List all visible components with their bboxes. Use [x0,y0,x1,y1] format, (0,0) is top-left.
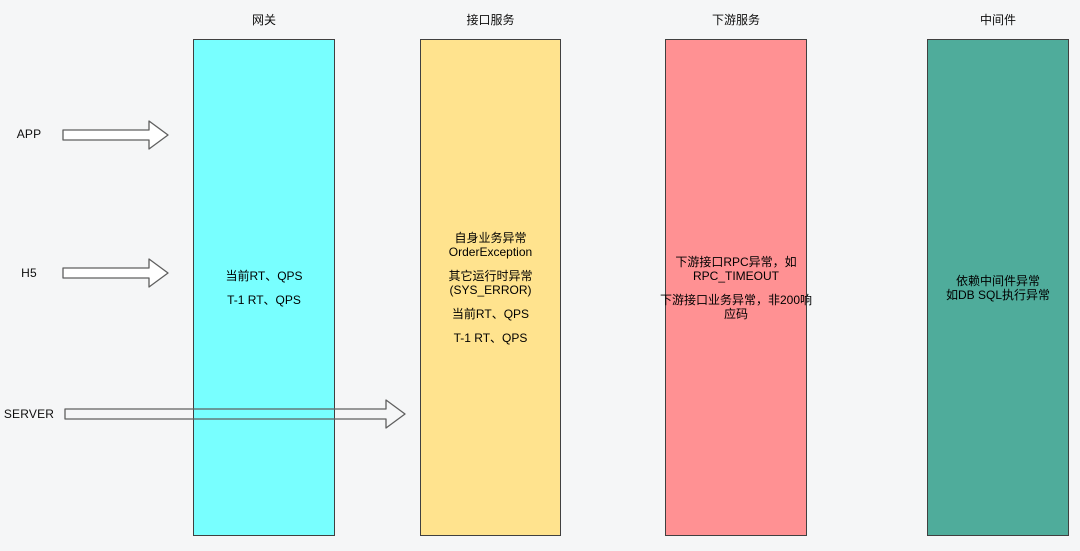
lane-downstream-service: 下游接口RPC异常，如 RPC_TIMEOUT 下游接口业务异常，非200响 应… [660,39,812,536]
lane-gateway-text: 当前RT、QPS T-1 RT、QPS [225,264,302,312]
text-line: 应码 [723,306,748,321]
lane-api-service-text: 自身业务异常 OrderException 其它运行时异常 (SYS_ERROR… [448,226,532,350]
paragraph: 其它运行时异常 (SYS_ERROR) [448,269,532,297]
lane-title-middleware: 中间件 [979,13,1016,27]
text-line: 下游接口RPC异常，如 [675,254,797,269]
paragraph: 依赖中间件异常 如DB SQL执行异常 [946,274,1050,302]
app-arrow-icon [62,120,169,150]
paragraph: T-1 RT、QPS [227,293,301,307]
text-line: 自身业务异常 [454,230,527,245]
lane-middleware-text: 依赖中间件异常 如DB SQL执行异常 [946,269,1050,307]
text-line: 如DB SQL执行异常 [945,287,1051,302]
source-label-h5: H5 [21,266,37,280]
paragraph: T-1 RT、QPS [454,331,528,345]
lane-api-service: 自身业务异常 OrderException 其它运行时异常 (SYS_ERROR… [420,39,561,536]
source-label-server: SERVER [3,407,55,421]
text-line: T-1 RT、QPS [227,292,301,307]
lane-title-downstream-service: 下游服务 [711,13,760,27]
paragraph: 当前RT、QPS [452,307,529,321]
text-line: (SYS_ERROR) [449,282,532,297]
paragraph: 下游接口RPC异常，如 RPC_TIMEOUT [675,255,796,283]
lane-title-api-service: 接口服务 [466,13,515,27]
lane-gateway: 当前RT、QPS T-1 RT、QPS [193,39,335,536]
paragraph: 当前RT、QPS [225,269,302,283]
h5-arrow-icon [62,258,169,288]
text-line: OrderException [448,244,533,259]
text-line: RPC_TIMEOUT [692,268,779,283]
text-line: T-1 RT、QPS [453,330,528,345]
lane-middleware: 依赖中间件异常 如DB SQL执行异常 [927,39,1069,536]
text-line: 依赖中间件异常 [955,273,1040,288]
text-line: 下游接口业务异常，非200响 [659,292,813,307]
text-line: 当前RT、QPS [451,306,530,321]
server-arrow-icon [64,399,406,429]
paragraph: 自身业务异常 OrderException [449,231,532,259]
text-line: 其它运行时异常 [448,268,533,283]
source-label-app: APP [16,127,42,141]
lane-title-gateway: 网关 [251,13,276,27]
paragraph: 下游接口业务异常，非200响 应码 [660,293,812,321]
text-line: 当前RT、QPS [225,268,303,283]
lane-downstream-service-text: 下游接口RPC异常，如 RPC_TIMEOUT 下游接口业务异常，非200响 应… [660,250,812,326]
